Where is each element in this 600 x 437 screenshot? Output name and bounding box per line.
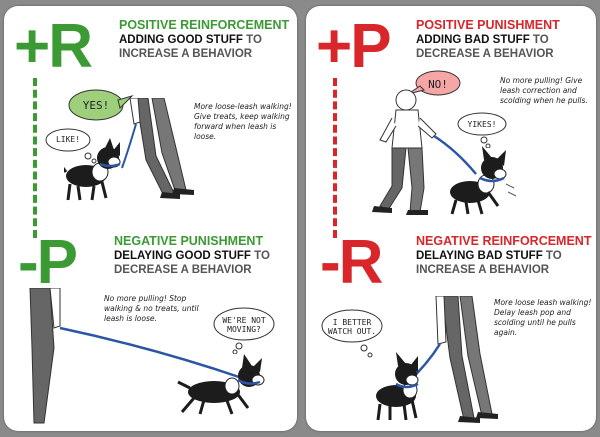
left-card: +R POSITIVE REINFORCEMENT ADDING GOOD ST… bbox=[4, 6, 297, 431]
r-letter: R bbox=[48, 12, 93, 81]
walker-and-dog-illustration bbox=[372, 89, 517, 215]
section-subtitle: ADDING GOOD STUFF TO INCREASE A BEHAVIOR bbox=[119, 34, 262, 60]
thought-text: LIKE! bbox=[55, 134, 81, 144]
right-card: +P POSITIVE PUNISHMENT ADDING BAD STUFF … bbox=[306, 6, 596, 431]
plus-r-symbol: +R bbox=[14, 12, 93, 81]
minus-p-symbol: -P bbox=[18, 228, 78, 297]
instruction-note: More loose leash walking! Delay leash po… bbox=[494, 298, 592, 337]
plus-sign: + bbox=[316, 12, 352, 81]
thought-text: WE'RE NOT MOVING? bbox=[222, 316, 266, 334]
minus-sign: - bbox=[320, 228, 341, 297]
section-subtitle: DELAYING BAD STUFF TO INCREASE A BEHAVIO… bbox=[416, 250, 562, 276]
instruction-note: No more pulling! Give leash correction a… bbox=[500, 76, 588, 105]
instruction-note: No more pulling! Stop walking & no treat… bbox=[104, 294, 199, 323]
p-letter: P bbox=[350, 12, 391, 81]
walker-and-dog-illustration bbox=[376, 296, 498, 423]
speech-text: NO! bbox=[428, 77, 448, 91]
minus-r-symbol: -R bbox=[320, 228, 384, 297]
walker-and-dog-illustration bbox=[64, 98, 194, 201]
p-letter: P bbox=[36, 228, 78, 297]
r-letter: R bbox=[338, 228, 384, 297]
section-title: NEGATIVE PUNISHMENT bbox=[114, 234, 264, 248]
plus-sign: + bbox=[14, 12, 50, 81]
section-title: NEGATIVE REINFORCEMENT bbox=[416, 234, 592, 248]
section-title: POSITIVE REINFORCEMENT bbox=[119, 18, 290, 32]
speech-text: YES! bbox=[82, 98, 110, 112]
plus-p-symbol: +P bbox=[316, 12, 392, 81]
minus-sign: - bbox=[18, 228, 39, 297]
section-subtitle: DELAYING GOOD STUFF TO DECREASE A BEHAVI… bbox=[114, 250, 270, 276]
connector-line bbox=[333, 78, 337, 238]
thought-text: I BETTER WATCH OUT. bbox=[327, 318, 377, 336]
thought-bubble bbox=[45, 128, 97, 164]
instruction-note: More loose-leash walking! Give treats, k… bbox=[194, 102, 292, 141]
section-title: POSITIVE PUNISHMENT bbox=[416, 18, 560, 32]
thought-bubble bbox=[213, 307, 275, 354]
connector-line bbox=[33, 78, 37, 238]
thought-bubble bbox=[457, 112, 507, 148]
speech-bubble bbox=[68, 89, 134, 121]
walker-and-dog-illustration bbox=[29, 288, 265, 424]
thought-text: YIKES! bbox=[467, 119, 497, 129]
section-subtitle: ADDING BAD STUFF TO DECREASE A BEHAVIOR bbox=[416, 34, 554, 60]
thought-bubble bbox=[321, 309, 383, 358]
